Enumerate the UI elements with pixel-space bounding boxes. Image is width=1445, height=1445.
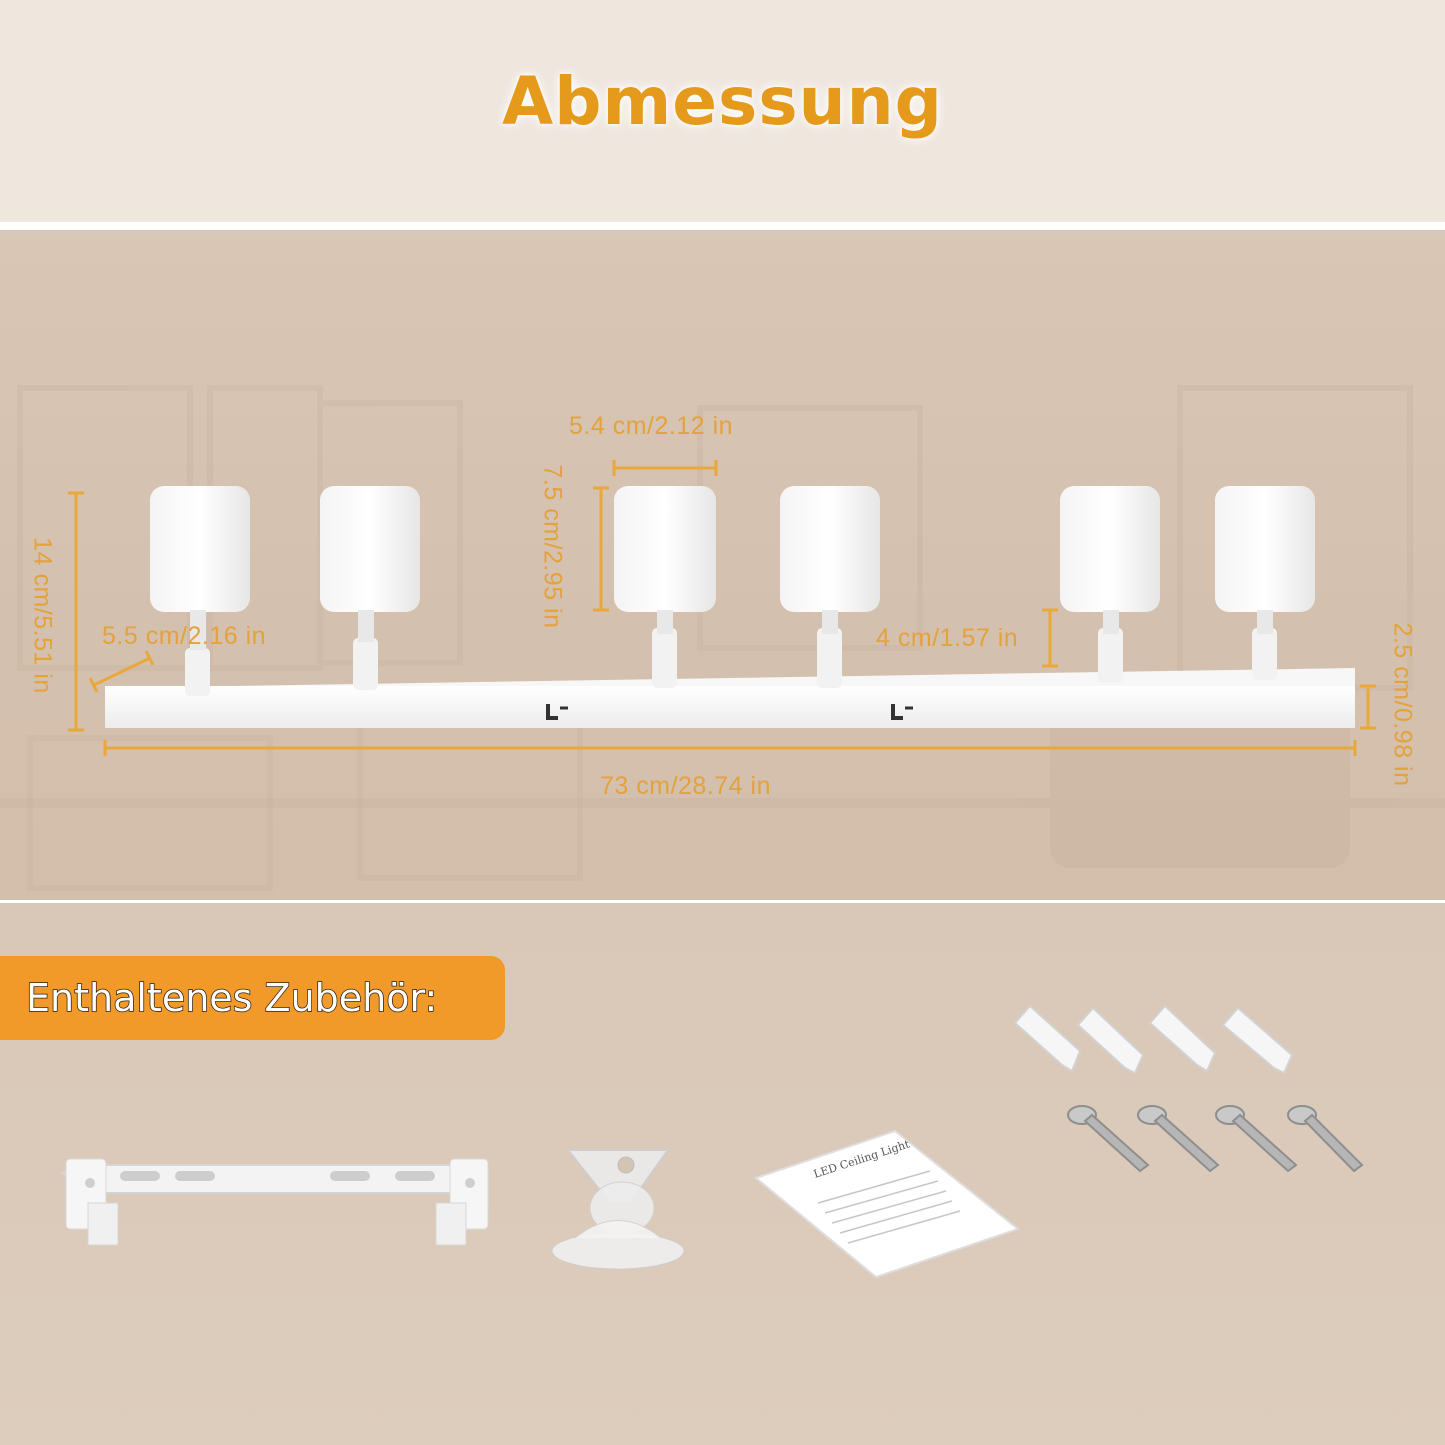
wall-plugs-icon xyxy=(1013,1004,1294,1075)
header-banner: Abmessung xyxy=(0,0,1445,230)
spotlight-3 xyxy=(614,486,716,688)
label-base-thickness: 2.5 cm/0.98 in xyxy=(1388,622,1417,787)
dimension-lines xyxy=(68,460,1376,756)
lamp-base-bar xyxy=(105,668,1355,728)
page-title: Abmessung xyxy=(502,62,943,140)
suction-cup-tool-icon xyxy=(551,1149,685,1270)
spotlight-2 xyxy=(320,486,420,690)
ceiling-light-fixture xyxy=(68,460,1376,756)
label-shade-width: 5.4 cm/2.12 in xyxy=(569,412,734,440)
label-total-length: 73 cm/28.74 in xyxy=(600,772,771,800)
dimension-section: 5.4 cm/2.12 in 7.5 cm/2.95 in 14 cm/5.51… xyxy=(0,238,1445,900)
spotlight-6 xyxy=(1215,486,1315,680)
spotlight-5 xyxy=(1060,486,1160,683)
mounting-bracket-icon xyxy=(59,1158,490,1246)
accessories-illustration: LED Ceiling Light xyxy=(59,1004,1364,1279)
accessories-badge: Enthaltenes Zubehör: xyxy=(0,956,505,1040)
accessories-title: Enthaltenes Zubehör: xyxy=(25,975,438,1021)
label-base-depth: 5.5 cm/2.16 in xyxy=(102,622,267,650)
screws-icon xyxy=(1067,1105,1364,1173)
label-shade-height: 7.5 cm/2.95 in xyxy=(538,464,567,629)
instruction-manual-icon: LED Ceiling Light xyxy=(753,1129,1021,1279)
spotlight-1 xyxy=(150,486,250,696)
label-total-height: 14 cm/5.51 in xyxy=(28,537,57,694)
accessories-section: LED Ceiling Light xyxy=(0,903,1445,1445)
spotlight-4 xyxy=(780,486,880,688)
label-stem-height: 4 cm/1.57 in xyxy=(876,624,1019,652)
section-divider xyxy=(0,900,1445,903)
